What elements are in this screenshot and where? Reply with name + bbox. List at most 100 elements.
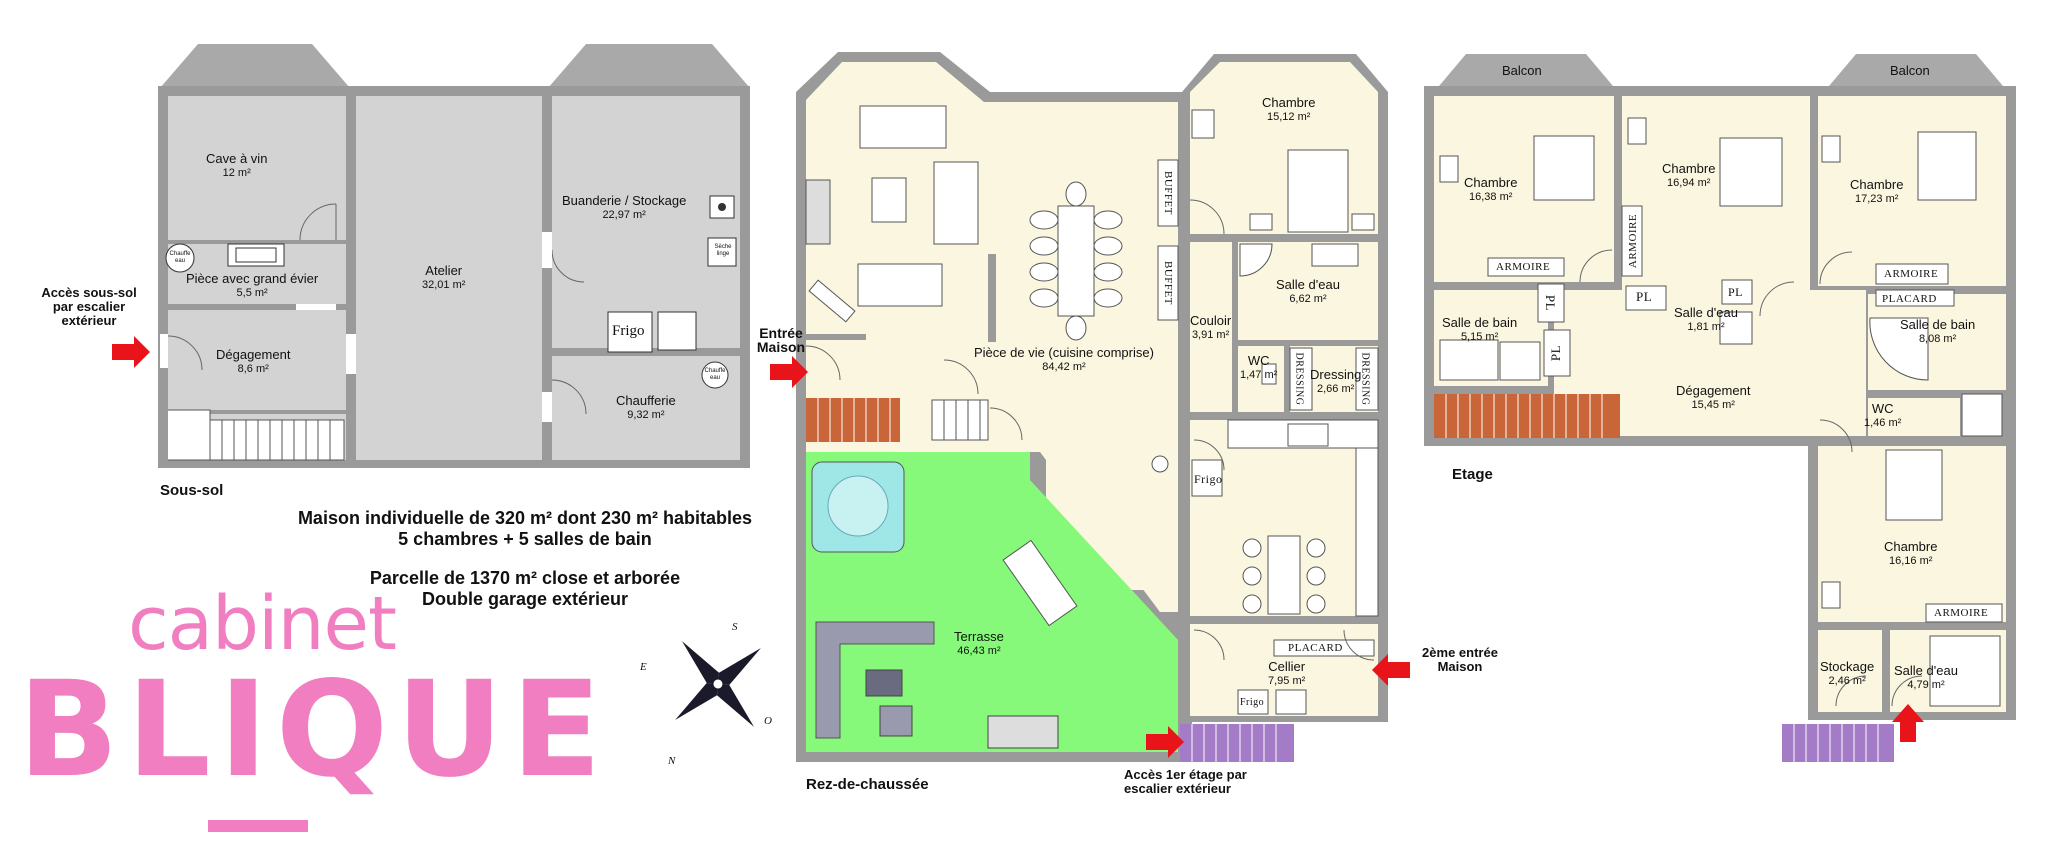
compass-rose <box>675 641 761 727</box>
placard-cellier <box>1273 639 1375 657</box>
pl-2 <box>1543 329 1571 377</box>
label-frigo-basement: Frigo <box>612 323 645 339</box>
note-stairs-ext: Accès 1er étage par escalier extérieur <box>1124 767 1247 796</box>
note-second-entry: 2ème entrée Maison <box>1422 645 1498 674</box>
summary-block: Maison individuelle de 320 m² dont 230 m… <box>280 508 770 610</box>
bed-upper-1 <box>1533 135 1595 201</box>
arrow-stairs-ext <box>1146 726 1184 758</box>
jacuzzi <box>811 461 905 553</box>
kitchen-table <box>1267 535 1301 615</box>
cellier-freezer <box>1275 689 1307 715</box>
arrow-second-entry <box>1372 654 1410 686</box>
arrows <box>112 336 1924 758</box>
dryer <box>707 237 737 267</box>
label-frigo-kitchen: Frigo <box>1194 472 1223 486</box>
title-rez-de-chaussee: Rez-de-chaussée <box>806 776 929 793</box>
ground-ext-stairs <box>1180 724 1294 762</box>
compass-e: E <box>640 661 647 673</box>
buffet-2 <box>1157 245 1179 321</box>
label-chauffe-eau-2: Chauffe eau <box>704 368 726 381</box>
room-stockage <box>1818 630 1882 712</box>
ground-plan <box>796 52 1388 762</box>
label-placard-rdc: PLACARD <box>1288 642 1343 654</box>
terrace-chair <box>879 705 913 737</box>
logo-cabinet: cabinet <box>128 581 397 667</box>
kitchen-fridge <box>1191 459 1223 497</box>
arrow-entree <box>770 356 808 388</box>
room-atelier <box>356 96 542 460</box>
door-arc <box>299 203 337 241</box>
water-heater-chaufferie <box>701 361 729 389</box>
label-balcon-2: Balcon <box>1890 63 1930 78</box>
armoire-4 <box>1925 603 2003 623</box>
compass-n: N <box>668 755 676 767</box>
kitchen-round-item <box>1151 455 1169 473</box>
terrace-sofa <box>815 621 935 739</box>
pl-1 <box>1537 283 1565 323</box>
room-chambre-rdc <box>1190 62 1378 234</box>
room-wc-etage <box>1868 398 1960 436</box>
label-pl-1: PL <box>1543 294 1559 312</box>
pl-4 <box>1721 279 1753 305</box>
logo-blique: BLIQUE <box>18 653 610 807</box>
upper-plan <box>1424 54 2016 762</box>
coffee-table <box>871 177 907 223</box>
balcon-right <box>1824 54 2008 92</box>
basement-plan <box>158 44 750 468</box>
kitchen-counter-right <box>1355 447 1379 617</box>
bed-upper-4 <box>1885 449 1943 521</box>
label-balcon-1: Balcon <box>1502 63 1542 78</box>
bed-upper-2 <box>1719 137 1783 207</box>
basement-gable-left <box>160 44 350 88</box>
dining-table <box>1057 205 1095 317</box>
label-placard-upper: PLACARD <box>1882 293 1937 305</box>
sofa-top <box>859 105 947 149</box>
placard-upper <box>1875 289 1955 307</box>
label-armoire-4: ARMOIRE <box>1934 607 1989 619</box>
title-sous-sol: Sous-sol <box>160 482 224 499</box>
label-buffet-2: BUFFET <box>1161 261 1174 305</box>
upper-ext-stairs <box>1782 724 1894 762</box>
sofa-bottom <box>857 263 943 307</box>
label-dressing-2: DRESSING <box>1359 352 1371 406</box>
dressing-1 <box>1289 347 1313 411</box>
summary-line-1: Maison individuelle de 320 m² dont 230 m… <box>297 508 753 528</box>
summary-line-4: Double garage extérieur <box>421 589 629 609</box>
label-armoire-2: ARMOIRE <box>1627 213 1640 269</box>
barbecue <box>987 715 1059 749</box>
freezer-basement <box>657 311 697 351</box>
arrow-upper-ext <box>1892 704 1924 742</box>
room-chambre-17-23 <box>1818 96 2006 286</box>
label-armoire-3: ARMOIRE <box>1884 268 1939 280</box>
fireplace <box>805 179 831 245</box>
terrace-table-low <box>865 669 903 697</box>
label-buffet-1: BUFFET <box>1161 171 1174 215</box>
tv-unit <box>808 279 856 323</box>
cellier-fridge <box>1237 689 1269 715</box>
armoire-2 <box>1621 205 1643 277</box>
label-seche-linge: Sèche linge <box>714 244 732 257</box>
armoire-1 <box>1487 257 1565 277</box>
summary-line-3: Parcelle de 1370 m² close et arborée <box>369 568 681 588</box>
title-etage: Etage <box>1452 466 1493 483</box>
logo-underline <box>208 820 308 832</box>
note-basement-access: Accès sous-sol par escalier extérieur <box>41 285 137 328</box>
label-chauffe-eau-1: Chauffe eau <box>169 251 191 264</box>
pl-3 <box>1625 285 1667 311</box>
buffet-1 <box>1157 159 1179 227</box>
